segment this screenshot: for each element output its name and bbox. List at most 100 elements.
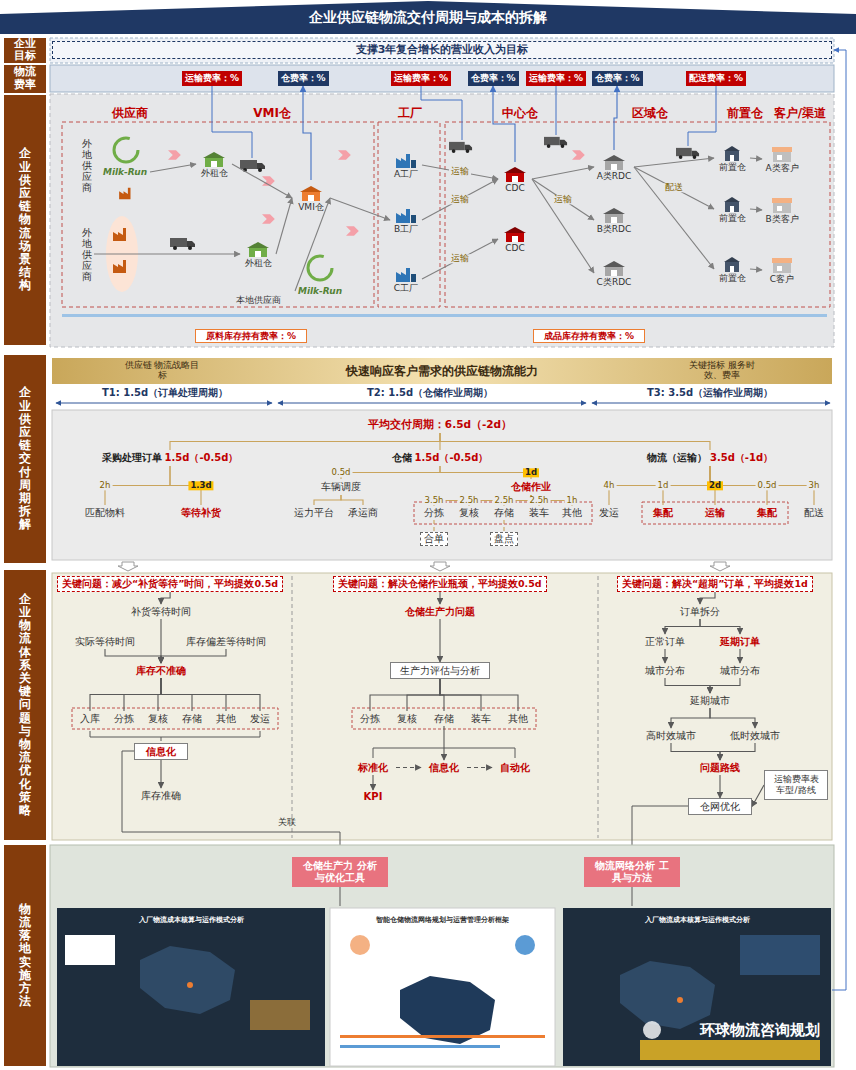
free-label: T2: 1.5d（仓储作业周期） bbox=[367, 386, 493, 400]
decoration bbox=[563, 908, 831, 1066]
free-label: 工厂 bbox=[398, 105, 422, 122]
side-node: 物流费率 bbox=[4, 65, 46, 93]
decoration bbox=[710, 562, 730, 571]
connector bbox=[532, 167, 594, 179]
node-text: C客户 bbox=[770, 274, 794, 285]
icon-part bbox=[512, 176, 518, 182]
bx-node: 生产力评估与分析 bbox=[390, 662, 490, 679]
decoration bbox=[50, 38, 834, 63]
connector bbox=[440, 433, 710, 450]
t-node: 分拣 bbox=[420, 506, 448, 520]
icon-part bbox=[603, 261, 625, 267]
free-label: 入厂物流成本核算与运作模式分析 bbox=[139, 915, 244, 925]
node-icon bbox=[394, 151, 418, 168]
node-icon bbox=[720, 255, 744, 272]
t-node: 标准化 bbox=[350, 760, 396, 775]
edge-label: 4h bbox=[602, 481, 617, 490]
connector bbox=[433, 520, 434, 532]
edge-label: 运输 bbox=[449, 167, 471, 176]
decoration bbox=[308, 256, 332, 280]
title-text: 企业供应链物流交付周期与成本的拆解 bbox=[0, 9, 856, 27]
decoration bbox=[350, 935, 370, 955]
t-node: 信息化 bbox=[421, 760, 467, 775]
decoration bbox=[52, 410, 832, 560]
decoration bbox=[352, 708, 536, 729]
free-label: 中心仓 bbox=[502, 105, 538, 122]
t-node: 集配 bbox=[648, 505, 678, 521]
t-node: 其他 bbox=[558, 506, 586, 520]
icon-part bbox=[730, 206, 734, 212]
node-text: 关键问题：减少“补货等待”时间，平均提效0.5d bbox=[62, 578, 278, 589]
node-text: 成品库存持有费率：% bbox=[544, 331, 634, 342]
icon-part bbox=[603, 208, 625, 214]
node-text: VMI仓 bbox=[298, 202, 324, 213]
decoration bbox=[250, 1000, 310, 1030]
node-text: 企业目标 bbox=[14, 38, 36, 63]
decoration bbox=[832, 50, 846, 990]
decoration bbox=[330, 908, 555, 1066]
t-node: 库存偏差等待时间 bbox=[182, 634, 270, 649]
connector bbox=[105, 649, 161, 663]
t-node: 等待补货 bbox=[176, 505, 226, 521]
decoration bbox=[620, 961, 715, 1029]
connector bbox=[671, 743, 720, 760]
edge-label: 3.5h bbox=[423, 496, 446, 505]
ic-node: A工厂 bbox=[390, 148, 422, 182]
t-node: 发运 bbox=[594, 505, 624, 521]
decoration bbox=[740, 935, 820, 975]
node-text: CDC bbox=[505, 183, 525, 194]
node-text: 物流费率 bbox=[14, 66, 36, 91]
connector bbox=[124, 678, 161, 711]
t-node: 存储 bbox=[178, 711, 206, 726]
connector bbox=[710, 466, 814, 505]
decoration bbox=[122, 751, 340, 855]
node-text: 物流（运输） bbox=[647, 452, 707, 464]
t-node: 匹配物料 bbox=[78, 505, 132, 521]
node-text: 快速响应客户需求的供应链物流能力 bbox=[346, 364, 538, 378]
icon-part bbox=[203, 152, 225, 158]
connector bbox=[493, 86, 515, 162]
node-text: 供应链 物流战略目标 bbox=[122, 361, 202, 381]
node-text: A工厂 bbox=[394, 169, 418, 180]
decoration bbox=[346, 226, 359, 236]
band-node: 供应链 物流战略目标快速响应客户需求的供应链物流能力关键指标 服务时效、费率 bbox=[52, 358, 832, 384]
node-text: 平均交付周期：6.5d（-2d） bbox=[368, 418, 512, 431]
node-text: 库存不准确 bbox=[136, 665, 186, 677]
icon-part bbox=[725, 262, 739, 272]
icon-part bbox=[205, 158, 223, 167]
connector bbox=[440, 679, 518, 711]
free-label: 前置仓 bbox=[727, 105, 763, 122]
fee-node: 运输费率：% bbox=[391, 71, 451, 86]
vt-node: 外地供应商 bbox=[80, 133, 94, 197]
node-text: 装车 bbox=[529, 507, 549, 519]
icon-part bbox=[724, 146, 740, 151]
icon-part bbox=[777, 155, 782, 160]
connector bbox=[161, 678, 260, 711]
node-text: 运输 bbox=[705, 507, 725, 519]
connector bbox=[752, 785, 764, 807]
icon-part bbox=[396, 154, 410, 168]
edge-label: 1.3d bbox=[188, 481, 213, 490]
node-text: B类RDC bbox=[597, 224, 632, 235]
icon-part bbox=[725, 202, 739, 212]
node-text: 存储 bbox=[182, 713, 202, 725]
decoration bbox=[212, 86, 252, 158]
node-text: 运力平台 bbox=[294, 507, 334, 519]
t-node: 城市分布 bbox=[637, 663, 693, 678]
connector bbox=[443, 726, 444, 760]
node-text: 复核 bbox=[459, 507, 479, 519]
edge-label: 0.5d bbox=[756, 481, 779, 490]
connector bbox=[719, 775, 720, 798]
node-text: 高时效城市 bbox=[646, 730, 696, 742]
t-node: 实际等待时间 bbox=[72, 634, 138, 649]
node-text: 库存准确 bbox=[141, 790, 181, 802]
node-icon bbox=[299, 184, 323, 201]
t-node: 装车 bbox=[525, 506, 553, 520]
hold-node: 原料库存持有费率：% bbox=[195, 329, 307, 343]
ic-node: C工厂 bbox=[390, 262, 422, 296]
decoration bbox=[62, 122, 374, 307]
node-text: 支撑3年复合增长的营业收入为目标 bbox=[356, 43, 529, 56]
t-node: 运输 bbox=[700, 505, 730, 521]
fee-node: 运输费率：% bbox=[182, 71, 242, 86]
decoration bbox=[400, 976, 495, 1044]
